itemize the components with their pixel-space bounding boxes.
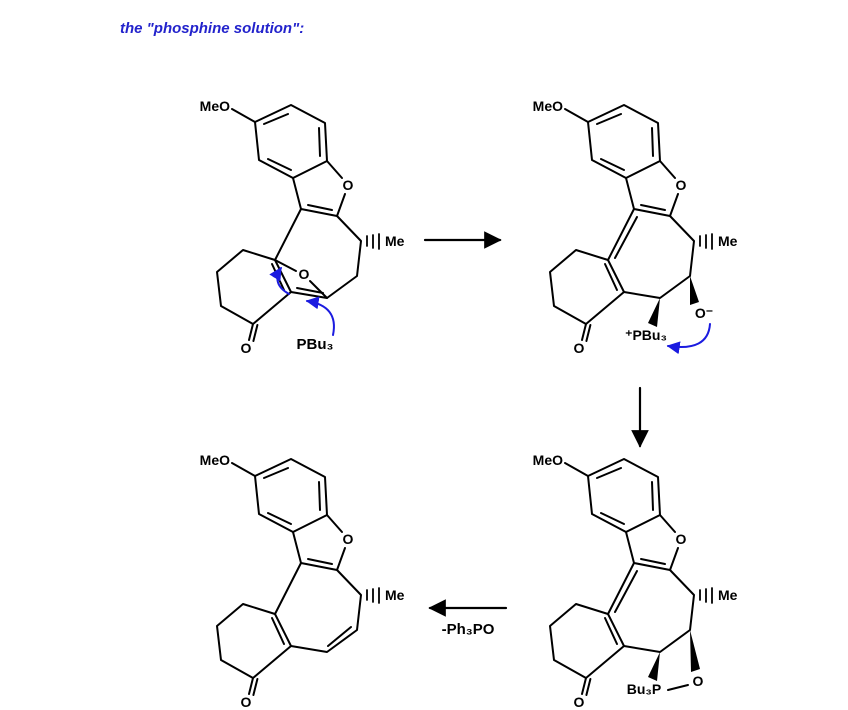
styrenyl-double-bond [614,216,638,259]
furan-oxygen-label: O [343,531,354,547]
bridge-oxygen-label: O [299,266,310,282]
ring-oxygen-label: O [693,673,704,689]
oxa-bridge-bonds [274,259,328,299]
furan-oxygen-label: O [343,177,354,193]
ring-opening-arrow [269,266,290,295]
scheme-title: the "phosphine solution": [120,20,305,37]
reaction-arrows [423,231,649,617]
molecule-product: MeO O Me O [200,452,405,710]
alkoxide-wedge-bond [690,276,699,305]
ketone-oxygen-label: O [574,694,585,710]
alkoxide-attack-arrow [666,323,711,355]
alkoxide-label: O⁻ [695,305,713,321]
new-alkene-double-bond [327,626,352,647]
betaine-substituents [614,216,699,327]
ketone-oxygen-label: O [241,694,252,710]
molecule-skeleton [549,458,713,696]
methoxy-label: MeO [200,452,230,468]
furan-oxygen-label: O [676,177,687,193]
phosphonium-wedge-bond [648,298,660,327]
byproduct-label: -Ph₃PO [442,621,495,638]
ketone-oxygen-label: O [241,340,252,356]
methoxy-label: MeO [200,98,230,114]
molecule-oxaphosphetane: MeO O Me O Bu₃P O [533,452,738,710]
molecule-epoxide-start: MeO O Me O O PBu₃ [200,98,405,356]
ketone-oxygen-label: O [574,340,585,356]
styrenyl-double-bond [614,570,638,613]
oxaphosphetane-ring [614,570,700,691]
methyl-label: Me [718,233,738,249]
enol-ether-double-bond [296,287,324,294]
methoxy-label: MeO [533,452,563,468]
furan-oxygen-label: O [676,531,687,547]
curly-arrows [269,266,335,336]
phosphorus-label: Bu₃P [627,681,661,697]
phosphorus-wedge-bond [648,652,660,681]
methyl-label: Me [718,587,738,603]
phosphine-attack-arrow [305,296,335,336]
methoxy-label: MeO [533,98,563,114]
methyl-label: Me [385,587,405,603]
molecule-betaine: MeO O Me O ⁺PBu₃ O⁻ [533,98,738,356]
p-o-bond [667,684,689,691]
molecule-skeleton [216,104,380,342]
phosphine-reagent-label: PBu₃ [297,336,334,353]
phosphonium-label: ⁺PBu₃ [625,327,667,343]
methyl-label: Me [385,233,405,249]
oxygen-wedge-bond [690,630,700,672]
molecule-skeleton [549,104,713,342]
molecule-skeleton [216,458,380,696]
